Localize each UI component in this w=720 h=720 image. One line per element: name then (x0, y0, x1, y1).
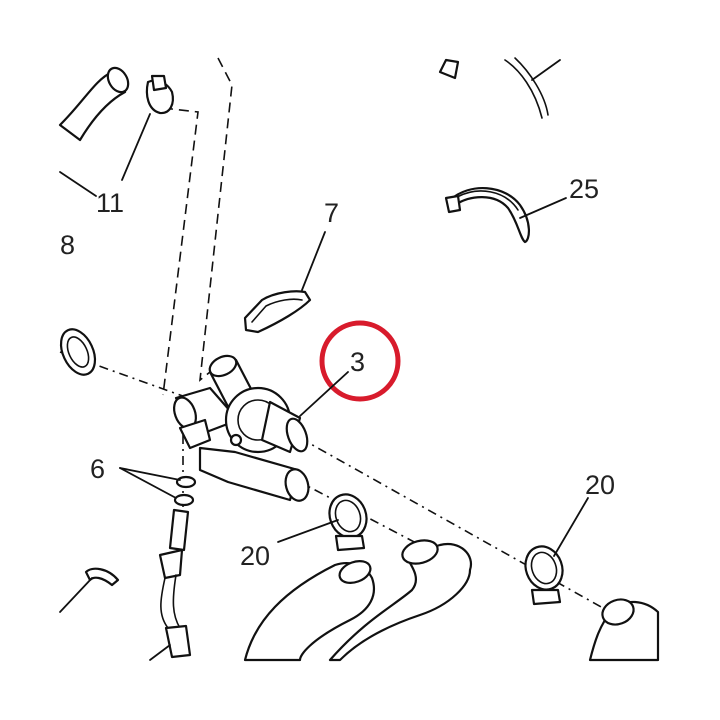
valve-top-inlet-end (208, 354, 238, 378)
band-upper (504, 59, 543, 119)
clamp-20-left (328, 493, 368, 552)
top-left-hose (58, 66, 130, 142)
clamp-11-tab (150, 74, 168, 92)
clamp-band-25 (444, 187, 530, 244)
sensor-6-assembly (158, 475, 197, 659)
axis-line-clamp-11 (162, 107, 199, 396)
clamp-20-right (524, 545, 564, 606)
oring-left-inner (66, 336, 90, 368)
valve-bracket (178, 418, 212, 450)
band-upper-inner (514, 57, 549, 116)
hose-end-top-left (106, 66, 130, 94)
callout-25: 25 (569, 174, 599, 204)
clamp-20-right-inner (530, 551, 558, 585)
axis-line-main-right (299, 437, 661, 641)
clamp-20-right-tab (530, 588, 562, 606)
callout-7: 7 (324, 198, 339, 228)
leader-top-right (531, 59, 561, 81)
band-25-ridge (456, 190, 519, 211)
leader-25 (519, 197, 567, 219)
sensor-wire-b (172, 574, 181, 629)
lower-hose-right (588, 598, 660, 662)
callout-20-right: 20 (585, 470, 615, 500)
valve-lower-pipe-end (284, 468, 310, 502)
clamp-20-right-ring (524, 545, 564, 591)
small-clip-body (84, 567, 120, 587)
valve-right-outlet-end (285, 417, 309, 453)
leader-lines (59, 59, 589, 661)
oring-left-outer (59, 328, 97, 376)
washer-lower (173, 493, 195, 507)
small-clip (84, 567, 120, 587)
band-upper-hook (438, 58, 460, 80)
leader-20-left (277, 519, 339, 543)
gasket-7-inner (251, 298, 303, 323)
leader-plug (149, 644, 171, 661)
sensor-plug (164, 624, 192, 659)
clamp-20-left-ring (328, 493, 368, 539)
leader-7 (301, 231, 326, 291)
washer-upper (175, 475, 197, 489)
lower-hose-middle (328, 539, 473, 662)
top-right-clamp-band (438, 57, 549, 119)
highlight-ring-3 (319, 320, 401, 402)
valve-assembly-3 (173, 354, 310, 502)
callout-11: 11 (96, 188, 124, 218)
band-25-hook (444, 194, 462, 214)
gasket-7-body (243, 290, 312, 334)
callout-3: 3 (350, 347, 365, 377)
callout-labels: 11 8 7 25 3 6 20 20 (60, 174, 615, 571)
clamp-20-left-tab (334, 534, 366, 552)
band-25-body (448, 187, 530, 244)
sensor-connector (158, 548, 184, 580)
valve-lower-pipe (198, 446, 300, 502)
leader-3 (299, 371, 349, 417)
lower-hose-right-end (601, 598, 635, 626)
leader-11-left (59, 171, 97, 197)
callout-8: 8 (60, 230, 75, 260)
valve-screw (229, 433, 243, 447)
callout-6: 6 (90, 454, 105, 484)
oring-left (59, 328, 97, 376)
sensor-wire-a (160, 577, 169, 629)
clamp-11 (145, 74, 174, 115)
lower-hose-middle-body (328, 542, 473, 662)
leader-6-a (119, 467, 181, 481)
leader-11 (121, 113, 151, 181)
callout-20-left: 20 (240, 541, 270, 571)
lower-hose-middle-end (401, 539, 439, 565)
axis-line-hose-top (198, 57, 233, 382)
lower-hose-left-body (243, 561, 376, 662)
leader-6-b (119, 467, 177, 499)
leader-clip (59, 577, 93, 613)
sensor-body (168, 508, 190, 552)
gasket-7 (243, 290, 312, 334)
lower-hose-left (243, 560, 376, 662)
lower-hose-left-end (338, 560, 372, 584)
leader-20-right (553, 497, 589, 557)
